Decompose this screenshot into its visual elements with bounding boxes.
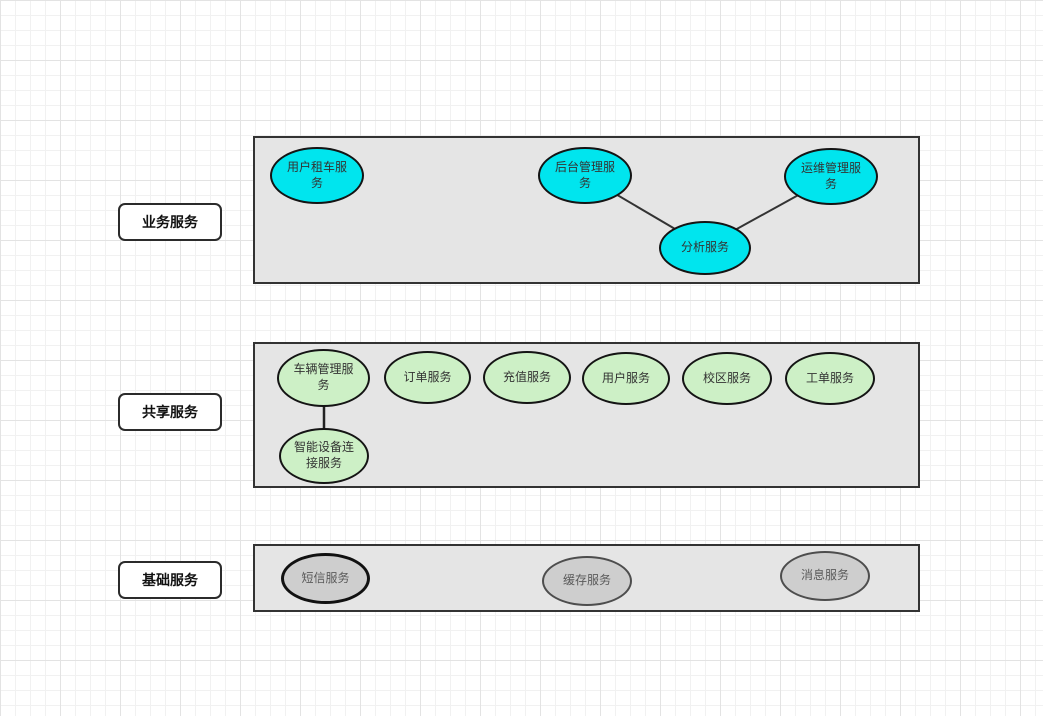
node-backend-management-service-label: 后台管理服务 xyxy=(554,159,615,190)
layer-label-business[interactable]: 业务服务 xyxy=(118,203,222,241)
node-order-service[interactable]: 订单服务 xyxy=(384,351,471,404)
node-cache-service[interactable]: 缓存服务 xyxy=(542,556,632,606)
node-analysis-service[interactable]: 分析服务 xyxy=(659,221,751,275)
node-message-service[interactable]: 消息服务 xyxy=(780,551,870,601)
node-campus-service-label: 校区服务 xyxy=(702,370,751,385)
node-smart-device-connect-service[interactable]: 智能设备连接服务 xyxy=(279,428,369,484)
node-user-rental-service-label: 用户租车服务 xyxy=(286,159,347,190)
node-message-service-label: 消息服务 xyxy=(800,568,849,583)
layer-label-basic[interactable]: 基础服务 xyxy=(118,561,222,599)
node-order-service-label: 订单服务 xyxy=(403,369,452,384)
node-sms-service-label: 短信服务 xyxy=(301,570,350,585)
node-cache-service-label: 缓存服务 xyxy=(562,573,611,588)
node-ops-management-service[interactable]: 运维管理服务 xyxy=(784,148,878,205)
layer-label-shared-text: 共享服务 xyxy=(142,404,198,420)
node-vehicle-management-service-label: 车辆管理服务 xyxy=(293,362,354,392)
node-user-service[interactable]: 用户服务 xyxy=(582,352,670,405)
node-recharge-service-label: 充值服务 xyxy=(502,369,551,384)
node-smart-device-connect-service-label: 智能设备连接服务 xyxy=(293,440,354,470)
node-workorder-service-label: 工单服务 xyxy=(805,370,854,385)
node-backend-management-service[interactable]: 后台管理服务 xyxy=(538,147,632,204)
node-analysis-service-label: 分析服务 xyxy=(680,240,729,255)
layer-label-business-text: 业务服务 xyxy=(142,214,198,230)
node-campus-service[interactable]: 校区服务 xyxy=(682,352,772,405)
node-sms-service[interactable]: 短信服务 xyxy=(281,553,370,604)
node-workorder-service[interactable]: 工单服务 xyxy=(785,352,875,405)
layer-label-basic-text: 基础服务 xyxy=(142,572,198,588)
node-ops-management-service-label: 运维管理服务 xyxy=(800,160,861,191)
node-recharge-service[interactable]: 充值服务 xyxy=(483,351,571,404)
layer-label-shared[interactable]: 共享服务 xyxy=(118,393,222,431)
node-user-service-label: 用户服务 xyxy=(601,370,650,385)
node-user-rental-service[interactable]: 用户租车服务 xyxy=(270,147,364,204)
node-vehicle-management-service[interactable]: 车辆管理服务 xyxy=(277,349,370,407)
